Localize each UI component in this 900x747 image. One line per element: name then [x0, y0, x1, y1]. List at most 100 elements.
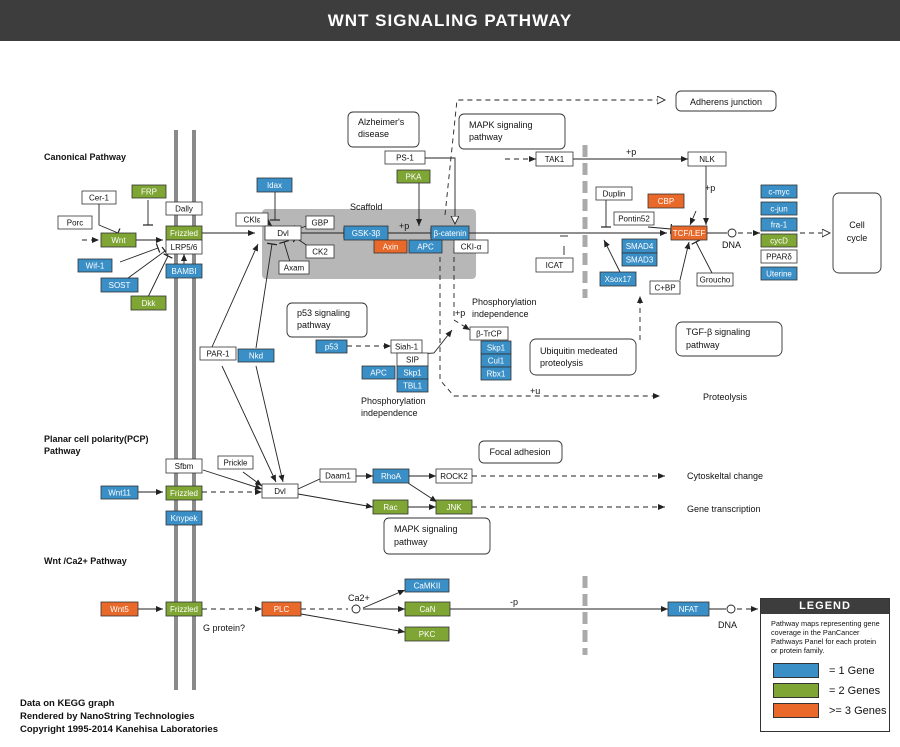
gene-node[interactable]: TCF/LEF — [670, 225, 708, 241]
gene-node[interactable]: Porc — [57, 215, 93, 230]
gene-node[interactable]: BAMBI — [165, 263, 203, 279]
gene-node[interactable]: Sfbm — [165, 458, 203, 474]
svg-text:+p: +p — [455, 308, 465, 318]
gene-node-label: APC — [370, 369, 387, 378]
gene-node[interactable]: Pontin52 — [613, 211, 655, 226]
gene-node[interactable]: APC — [408, 239, 443, 254]
gene-node[interactable]: Cer-1 — [81, 190, 117, 205]
gene-node[interactable]: GBP — [305, 215, 335, 230]
gene-node[interactable]: JNK — [435, 499, 473, 515]
gene-node[interactable]: Wnt5 — [100, 601, 139, 617]
gene-node[interactable]: Dvl — [261, 483, 299, 499]
callout-tgfb[interactable]: TGF-β signaling pathway — [675, 321, 783, 357]
gene-node[interactable]: c-jun — [760, 201, 798, 216]
gene-node[interactable]: APC — [361, 365, 396, 380]
callout-focal-adhesion[interactable]: Focal adhesion — [478, 440, 563, 464]
gene-node[interactable]: cycD — [760, 233, 798, 248]
gene-node[interactable]: SOST — [100, 277, 139, 293]
gene-node[interactable]: PLC — [261, 601, 302, 617]
callout-mapk-bottom[interactable]: MAPK signaling pathway — [383, 517, 491, 555]
gene-node[interactable]: Rac — [372, 499, 409, 515]
gene-node[interactable]: Skp1 — [396, 365, 429, 380]
gene-node[interactable]: Rbx1 — [480, 366, 512, 381]
gene-node[interactable]: NLK — [687, 151, 727, 167]
gene-node[interactable]: CKI-α — [453, 239, 489, 254]
gene-node-box — [469, 326, 509, 341]
callout-p53[interactable]: p53 signaling pathway — [286, 302, 368, 338]
gene-node[interactable]: ICAT — [535, 257, 574, 273]
gene-node[interactable]: Dally — [165, 201, 203, 216]
callout-alzheimers[interactable]: Alzheimer's disease — [347, 111, 420, 148]
gene-node[interactable]: Cul1 — [480, 353, 512, 368]
gene-node[interactable]: Uterine — [760, 266, 798, 281]
gene-node-box — [261, 483, 299, 499]
gene-node[interactable]: PAR-1 — [199, 346, 237, 361]
gene-node[interactable]: Prickle — [217, 455, 254, 470]
gene-node[interactable]: c-myc — [760, 184, 798, 199]
gene-node-label: Pontin52 — [618, 215, 650, 224]
gene-node[interactable]: SMAD3 — [621, 252, 658, 267]
gene-node[interactable]: CaMKII — [404, 578, 450, 593]
gene-node-box — [373, 239, 408, 254]
gene-node[interactable]: β-TrCP — [469, 326, 509, 341]
legend-swatch-green — [773, 683, 819, 698]
gene-node[interactable]: SMAD4 — [621, 238, 658, 254]
gene-node[interactable]: Siah-1 — [390, 339, 423, 354]
gene-node[interactable]: TBL1 — [396, 378, 429, 393]
gene-node[interactable]: GSK-3β — [343, 225, 389, 241]
gene-node-label: SMAD3 — [626, 256, 654, 265]
callout-mapk-top[interactable]: MAPK signaling pathway — [458, 113, 566, 150]
gene-node[interactable]: NFAT — [667, 601, 710, 617]
gene-node-label: CKI-α — [461, 243, 482, 252]
legend-description: Pathway maps representing gene coverage … — [771, 619, 880, 655]
gene-node[interactable]: Skp1 — [480, 340, 512, 355]
gene-node[interactable]: PPARδ — [760, 249, 798, 264]
gene-node[interactable]: Axin — [373, 239, 408, 254]
gene-node[interactable]: Dvl — [264, 225, 302, 241]
gene-node-label: Cer-1 — [89, 194, 110, 203]
gene-node[interactable]: p53 — [315, 339, 348, 354]
gene-node-label: PPARδ — [766, 253, 792, 262]
gene-node[interactable]: CBP — [647, 193, 685, 209]
gene-node[interactable]: PS-1 — [384, 150, 426, 165]
gene-node-label: Frizzled — [170, 605, 198, 614]
gene-node[interactable]: Frizzled — [165, 601, 203, 617]
gene-node[interactable]: TAK1 — [535, 151, 574, 167]
svg-text:pathway: pathway — [297, 320, 331, 330]
gene-node[interactable]: CaN — [404, 601, 451, 617]
gene-node-box — [404, 601, 451, 617]
gene-node[interactable]: Duplin — [595, 186, 633, 201]
gene-node-label: fra-1 — [771, 221, 788, 230]
gene-node[interactable]: ROCK2 — [435, 468, 473, 484]
gene-node-box — [480, 366, 512, 381]
gene-node[interactable]: RhoA — [372, 468, 410, 484]
callout-ubiquitin[interactable]: Ubiquitin medeated proteolysis — [529, 338, 637, 376]
gene-node[interactable]: Frizzled — [165, 485, 203, 501]
gene-node[interactable]: SIP — [396, 352, 429, 367]
callout-cell-cycle[interactable]: Cell cycle — [832, 192, 882, 274]
gene-node[interactable]: CKIε — [235, 212, 269, 227]
gene-node[interactable]: Axam — [278, 260, 310, 275]
section-pcp-2: Pathway — [44, 446, 81, 456]
gene-node[interactable]: FRP — [131, 184, 167, 199]
gene-node[interactable]: Dkk — [130, 295, 167, 311]
gene-node-label: LRP5/6 — [171, 243, 198, 252]
gene-node[interactable]: Idax — [256, 177, 293, 193]
gene-node[interactable]: PKC — [404, 626, 450, 642]
gene-node[interactable]: Wif-1 — [77, 258, 113, 273]
gene-node[interactable]: β-catenin — [430, 225, 470, 241]
gene-node[interactable]: fra-1 — [760, 217, 798, 232]
gene-node[interactable]: Daam1 — [319, 468, 357, 483]
gene-node[interactable]: Groucho — [696, 272, 734, 287]
gene-node[interactable]: PKA — [396, 169, 431, 184]
gene-node[interactable]: Nkd — [237, 348, 275, 363]
gene-node[interactable]: Knypek — [165, 510, 203, 526]
gene-node[interactable]: C+BP — [649, 280, 681, 295]
gene-node[interactable]: Xsox17 — [599, 271, 637, 287]
gene-node[interactable]: Wnt — [100, 232, 137, 248]
callout-adherens[interactable]: Adherens junction — [675, 90, 777, 112]
gene-node[interactable]: LRP5/6 — [165, 239, 203, 255]
gene-node[interactable]: Wnt11 — [100, 485, 139, 500]
gene-node[interactable]: CK2 — [305, 244, 335, 259]
gene-node[interactable]: Frizzled — [165, 225, 203, 241]
